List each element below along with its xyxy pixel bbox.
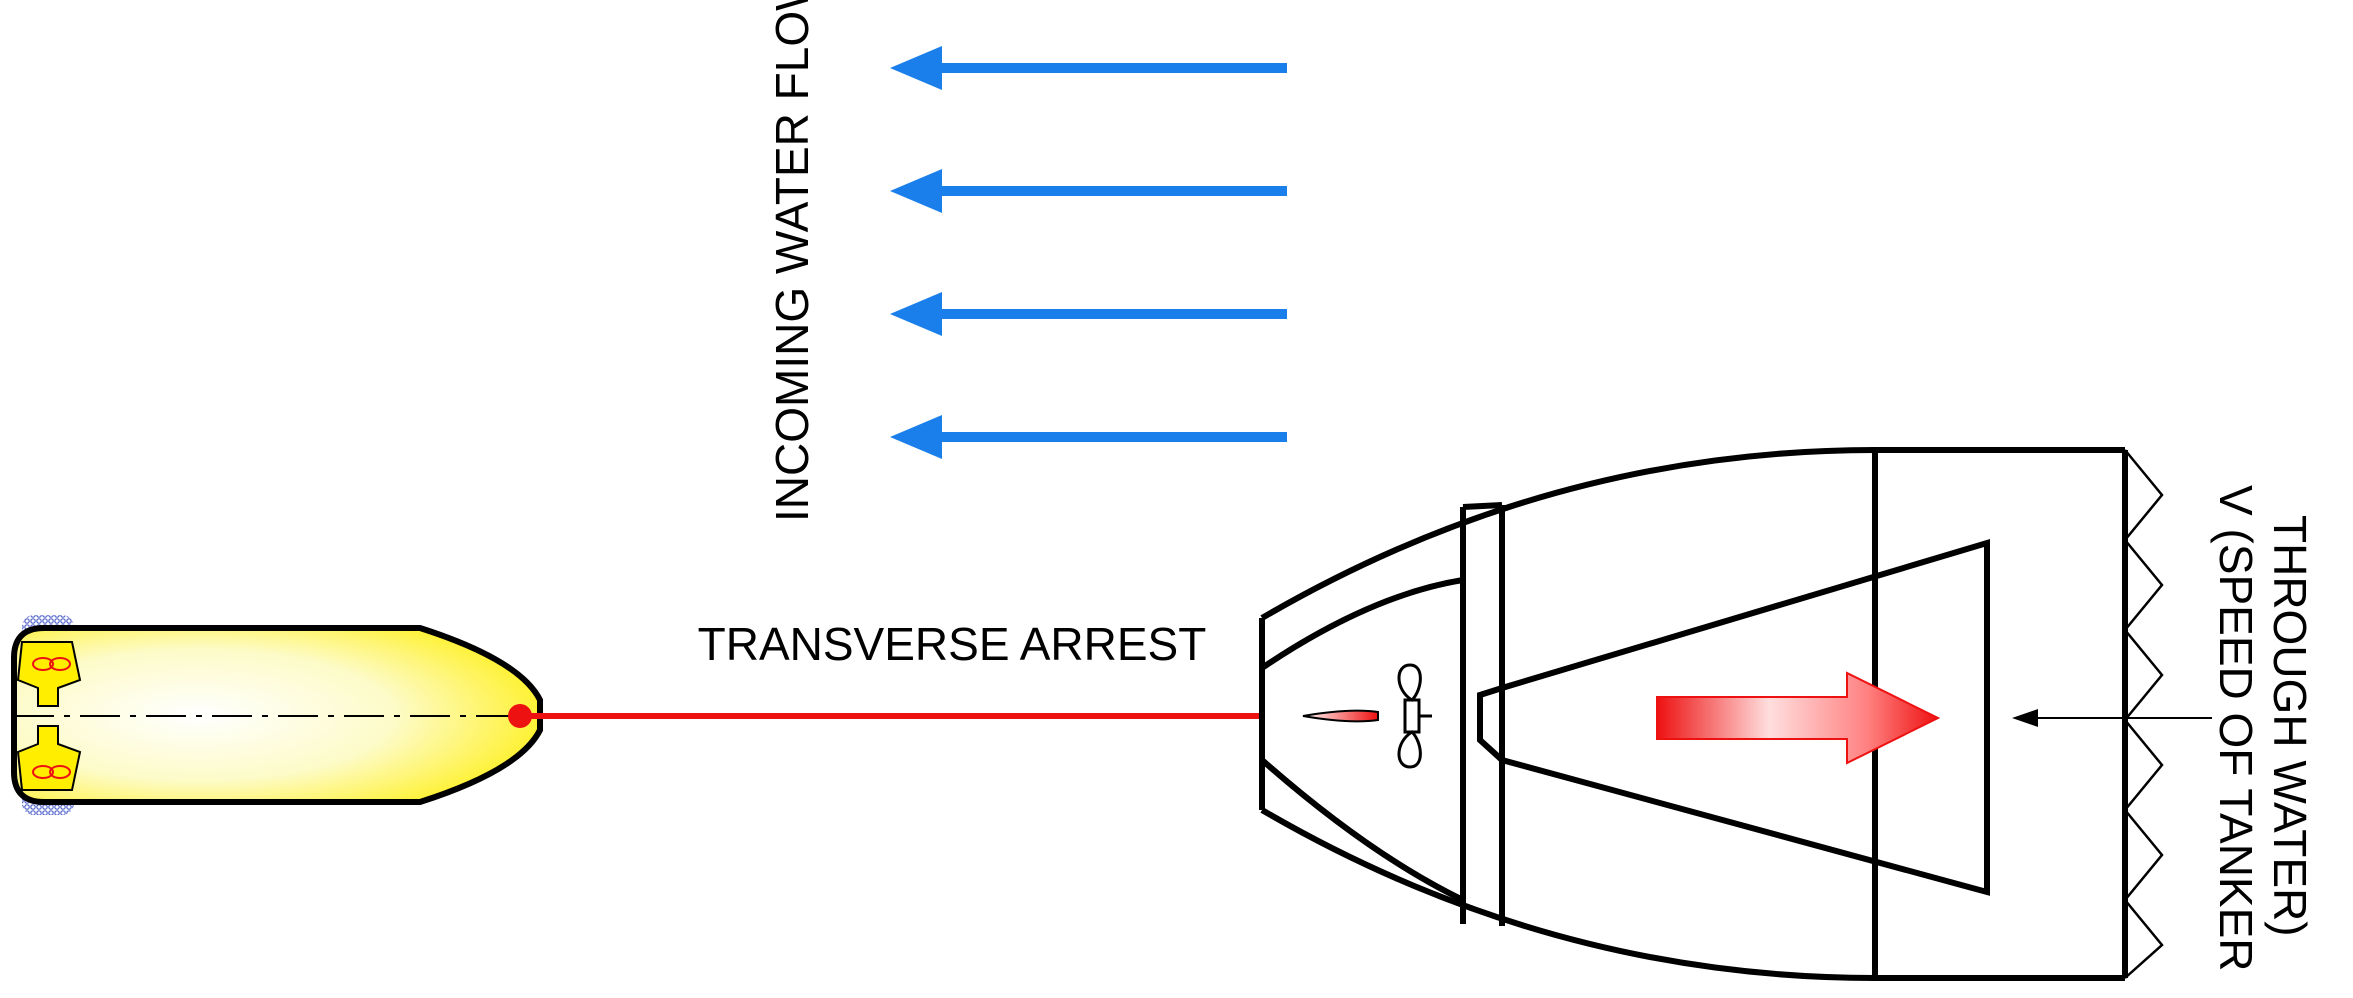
tug-boat (11, 615, 543, 815)
flow-label: INCOMING WATER FLOW (766, 0, 818, 522)
arrow-right-icon (1656, 671, 1941, 765)
speed-label-line2: THROUGH WATER) (2264, 515, 2316, 937)
tug-hull (11, 625, 543, 805)
break-line (2123, 449, 2164, 979)
arrest-label: TRANSVERSE ARREST (698, 618, 1207, 670)
flow-arrow (890, 292, 1287, 336)
speed-label-line1: V (SPEED OF TANKER (2210, 485, 2262, 972)
flow-arrow (890, 415, 1287, 459)
propeller-icon (16, 725, 82, 791)
tanker-stern (1259, 447, 2128, 981)
water-flow-arrows (890, 46, 1287, 459)
flow-arrow (890, 46, 1287, 90)
speed-label: V (SPEED OF TANKER THROUGH WATER) (2210, 485, 2316, 984)
propeller-icon (1302, 663, 1432, 769)
flow-arrow (890, 169, 1287, 213)
arrow-left-icon (2012, 709, 2212, 727)
propeller-icon (16, 641, 82, 707)
